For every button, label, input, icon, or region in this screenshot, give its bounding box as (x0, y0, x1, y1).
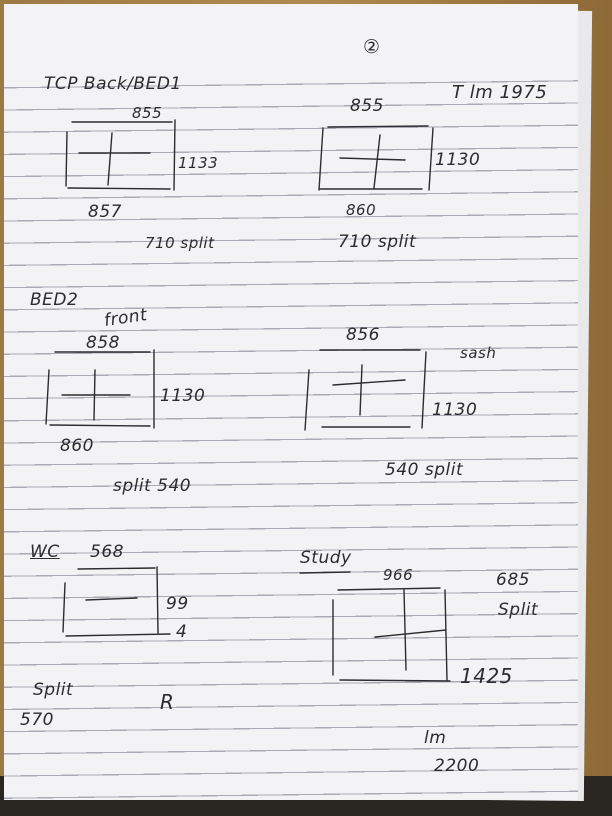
bed1-a-bottom: 857 (88, 202, 122, 222)
wc-height-b: 4 (176, 622, 188, 642)
window-sketch-study (332, 587, 451, 682)
wc-note-570: 570 (20, 710, 54, 730)
study-note-lm: lm (424, 728, 447, 748)
bed2-a-note: split 540 (113, 476, 192, 496)
bed1-a-top: 855 (132, 104, 163, 122)
window-sketch-wc (62, 566, 171, 637)
bed1-b-note: 710 split (338, 232, 417, 252)
section-title-study: Study (300, 548, 352, 568)
section-title-bed1: TCP Back/BED1 (44, 74, 182, 94)
study-note-685: 685 (496, 570, 530, 590)
bed2-b-top: 856 (346, 325, 380, 345)
study-top: 966 (383, 566, 414, 584)
window-sketch-bed2-b (304, 349, 427, 431)
wc-height-a: 99 (166, 594, 189, 614)
bed2-a-height: 1130 (160, 386, 206, 406)
section-title-wc: WC (30, 542, 60, 562)
bed2-a-top: 858 (86, 333, 120, 353)
bed1-b-height: 1130 (435, 150, 481, 170)
bed1-a-note: 710 split (145, 234, 215, 252)
window-sketch-bed2-a (45, 349, 155, 429)
wc-note-split: Split (33, 680, 74, 700)
study-note-split: Split (498, 600, 539, 620)
study-underline (299, 571, 351, 574)
wc-mark: R (160, 690, 175, 714)
study-height: 1425 (460, 664, 513, 688)
side-note-bed1: T lm 1975 (452, 82, 548, 103)
wc-width: 568 (90, 542, 124, 562)
bed1-b-bottom: 860 (346, 201, 377, 219)
bed1-b-top: 855 (350, 96, 384, 116)
bed2-b-note: 540 split (385, 460, 464, 480)
bed1-a-height: 1133 (178, 154, 219, 172)
window-sketch-bed1-a (65, 119, 176, 191)
bed2-a-bottom: 860 (60, 436, 94, 456)
window-sketch-bed1-b (318, 125, 434, 191)
lined-paper (4, 4, 578, 800)
page-number: ② (363, 36, 381, 58)
section-title-bed2: BED2 (30, 290, 79, 310)
bed2-b-height: 1130 (432, 400, 478, 420)
bed2-b-label: sash (460, 344, 497, 362)
study-note-2200: 2200 (434, 756, 480, 776)
